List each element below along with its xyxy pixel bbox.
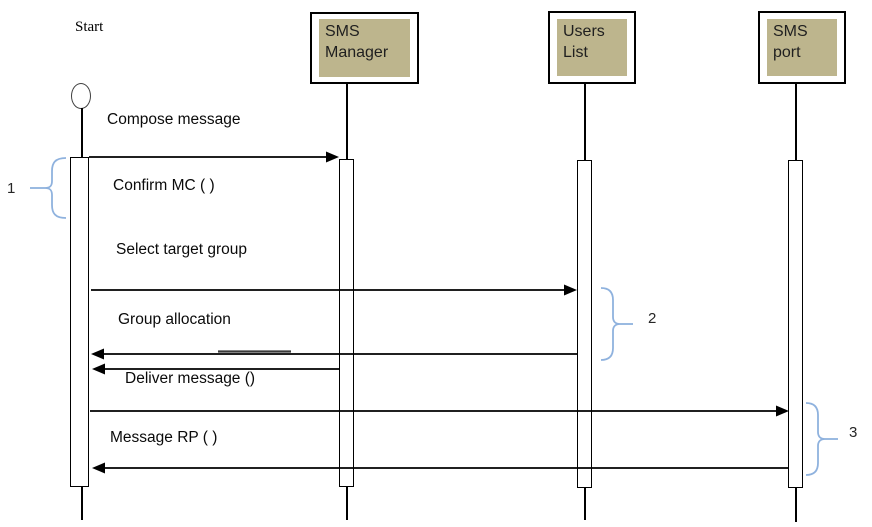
sms-port-activation-bar bbox=[788, 160, 803, 488]
users-list-box-fill: Users List bbox=[557, 19, 627, 76]
start-actor-label: Start bbox=[75, 19, 104, 35]
region-number-3: 3 bbox=[849, 424, 858, 441]
message-label-message-rp: Message RP ( ) bbox=[110, 429, 218, 446]
sms-manager-lifeline-lower bbox=[346, 487, 348, 520]
arrowhead-left-icon bbox=[92, 462, 105, 474]
start-lifeline-upper bbox=[81, 108, 83, 157]
sms-manager-lifeline-upper bbox=[346, 84, 348, 159]
message-label-group-allocation: Group allocation bbox=[118, 311, 231, 328]
arrowhead-left-icon bbox=[91, 348, 104, 360]
sms-port-box-fill: SMS port bbox=[767, 19, 837, 76]
arrowhead-right-icon bbox=[326, 151, 339, 163]
brace-region-3-icon bbox=[805, 402, 838, 476]
start-lifeline-lower bbox=[81, 487, 83, 520]
brace-region-1-icon bbox=[30, 157, 67, 219]
message-label-confirm-mc: Confirm MC ( ) bbox=[113, 177, 215, 194]
region-number-2: 2 bbox=[648, 310, 657, 327]
users-list-object-box: Users List bbox=[548, 11, 636, 84]
arrow-compose-message bbox=[89, 151, 339, 163]
brace-region-2-icon bbox=[600, 287, 633, 361]
arrowhead-right-icon bbox=[564, 284, 577, 296]
start-activation-bar bbox=[70, 157, 89, 487]
users-list-activation-bar bbox=[577, 160, 592, 488]
sms-port-lifeline-upper bbox=[795, 84, 797, 160]
arrow-group-allocation-return bbox=[91, 348, 577, 360]
arrowhead-left-icon bbox=[92, 363, 105, 375]
arrow-to-sms-port bbox=[90, 405, 789, 417]
region-number-1: 1 bbox=[7, 180, 16, 197]
sms-manager-label: SMS Manager bbox=[325, 23, 389, 61]
arrow-select-target-group bbox=[91, 284, 577, 296]
sms-manager-box-fill: SMS Manager bbox=[319, 19, 410, 77]
users-list-lifeline-upper bbox=[584, 84, 586, 160]
arrow-message-rp-return bbox=[92, 462, 789, 474]
sms-manager-object-box: SMS Manager bbox=[310, 12, 419, 84]
sms-manager-activation-bar bbox=[339, 159, 354, 487]
start-actor-head-oval bbox=[71, 83, 91, 109]
users-list-label: Users List bbox=[563, 23, 605, 61]
message-label-deliver-message: Deliver message () bbox=[125, 370, 256, 387]
message-label-compose: Compose message bbox=[107, 111, 241, 128]
sms-port-object-box: SMS port bbox=[758, 11, 846, 84]
users-list-lifeline-lower bbox=[584, 488, 586, 520]
sms-port-label: SMS port bbox=[773, 23, 808, 61]
sms-port-lifeline-lower bbox=[795, 488, 797, 522]
message-label-select-target-group: Select target group bbox=[116, 241, 247, 258]
